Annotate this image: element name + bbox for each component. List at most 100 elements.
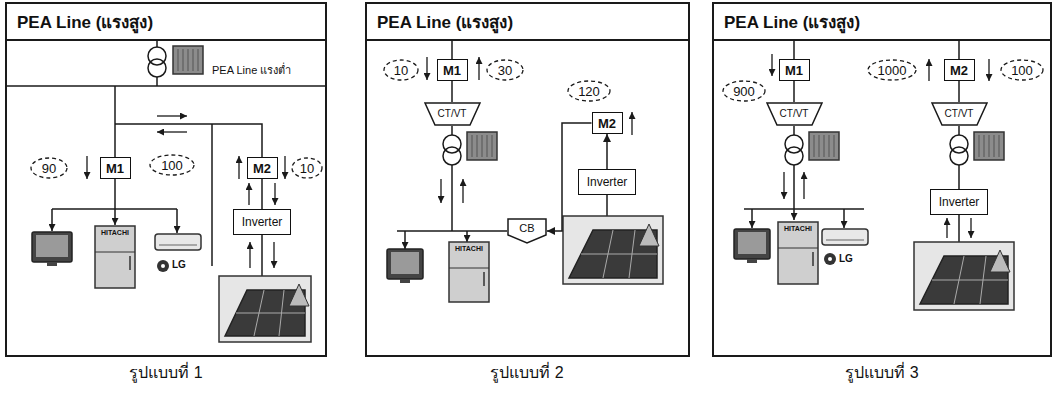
fridge-picture	[449, 242, 489, 302]
air-conditioner-picture	[826, 240, 864, 241]
callout-number: 10	[300, 162, 314, 175]
device-box: M2	[592, 112, 623, 134]
transformer-picture	[829, 135, 830, 157]
panel-title: PEA Line (แรงสูง)	[377, 8, 513, 35]
ctvt-box: CT/VT	[766, 102, 823, 126]
trapezoid-outline	[425, 103, 480, 125]
device-name: CT/VT	[438, 109, 467, 119]
flow-arrow	[946, 218, 947, 238]
dashed-ellipse	[384, 60, 418, 80]
transformer-picture	[834, 135, 835, 157]
device-box: M2	[944, 59, 975, 81]
fridge-picture	[483, 272, 485, 286]
callout-value: 10	[291, 157, 323, 179]
fridge-picture	[778, 222, 818, 284]
transformer-picture	[999, 135, 1000, 157]
air-conditioner-picture	[155, 234, 201, 272]
device-name: Inverter	[242, 216, 283, 228]
callout-number: 120	[578, 85, 600, 98]
fridge-picture	[95, 252, 135, 253]
device-name: Inverter	[587, 176, 628, 188]
tv-picture	[47, 262, 57, 266]
tv-picture	[387, 249, 423, 283]
device-name: CT/VT	[945, 109, 974, 119]
transformer-picture	[974, 132, 1004, 160]
scheme-caption: รูปแบบที่ 2	[490, 364, 563, 382]
tv-picture	[738, 232, 766, 254]
device-name: CT/VT	[780, 109, 809, 119]
fridge-picture	[449, 242, 489, 302]
scheme-panel: PEA Line (แรงสูง)M11000M2100900CT/VTCT/V…	[712, 2, 1052, 357]
solar-roof-picture	[219, 276, 311, 342]
power-line	[7, 85, 325, 87]
transformer-symbol	[443, 135, 461, 165]
callout-value: 1000	[867, 59, 917, 81]
trapezoid-outline	[932, 103, 987, 125]
solar-roof-picture	[639, 224, 659, 246]
ctvt-box: CT/VT	[424, 102, 481, 126]
power-line	[606, 195, 608, 216]
dashed-ellipse	[292, 158, 322, 178]
transformer-picture	[974, 132, 1004, 160]
power-line	[958, 165, 960, 189]
device-name: M2	[253, 162, 271, 175]
scheme-caption: รูปแบบที่ 1	[129, 364, 202, 382]
callout-value: 10	[383, 59, 419, 81]
transformer-picture	[809, 132, 839, 160]
breaker-box: CB	[507, 218, 547, 244]
panel-title: PEA Line (แรงสูง)	[724, 8, 860, 35]
power-line	[367, 39, 688, 41]
brand-label: HITACHI	[784, 225, 812, 233]
power-line	[958, 215, 960, 242]
device-box: Inverter	[578, 169, 636, 195]
device-name: Inverter	[939, 196, 980, 208]
flow-arrow	[440, 179, 441, 203]
flow-arrow	[249, 242, 250, 268]
wire-connector	[958, 81, 960, 102]
transformer-picture	[984, 135, 985, 157]
power-line	[451, 165, 453, 231]
panel-title: PEA Line (แรงสูง)	[17, 8, 153, 35]
callout-number: 100	[1011, 64, 1033, 77]
device-name: M2	[598, 117, 616, 130]
flow-arrow	[462, 179, 463, 203]
power-line	[176, 209, 178, 233]
callout-value: 900	[722, 80, 766, 102]
power-line	[843, 209, 845, 228]
power-line	[114, 179, 116, 209]
wiring-illustration	[7, 40, 325, 342]
transformer-picture	[173, 46, 203, 74]
callout-number: 10	[394, 64, 408, 77]
device-box: Inverter	[233, 209, 291, 235]
fridge-picture	[95, 226, 135, 288]
transformer-picture	[173, 46, 203, 74]
power-line	[114, 209, 116, 225]
power-line	[211, 124, 213, 266]
tv-picture	[36, 235, 68, 257]
solar-roof-picture	[932, 280, 1008, 281]
solar-roof-picture	[990, 250, 1010, 272]
solar-roof-picture	[219, 276, 311, 342]
callout-value: 90	[30, 157, 68, 179]
callout-number: 100	[161, 159, 183, 172]
flow-arrow	[274, 183, 275, 205]
transformer-symbol	[950, 147, 968, 165]
dashed-ellipse	[150, 155, 194, 175]
callout-value: 100	[149, 154, 195, 176]
fridge-picture	[778, 248, 818, 249]
brand-label: LG	[839, 253, 853, 264]
flow-arrow	[783, 172, 784, 199]
wire-connector	[261, 179, 263, 209]
flow-arrow	[772, 54, 989, 238]
device-box: Inverter	[930, 189, 988, 215]
brand-label: HITACHI	[455, 245, 483, 253]
flow-arrow	[427, 57, 632, 203]
flow-arrow	[238, 156, 239, 179]
scheme-panel: PEA Line (แรงสูง)10M130120CT/VTM2Inverte…	[365, 2, 690, 357]
ctvt-box: CT/VT	[931, 102, 988, 126]
tv-picture	[387, 249, 423, 279]
device-box: M1	[100, 157, 131, 179]
dashed-ellipse	[568, 81, 610, 101]
